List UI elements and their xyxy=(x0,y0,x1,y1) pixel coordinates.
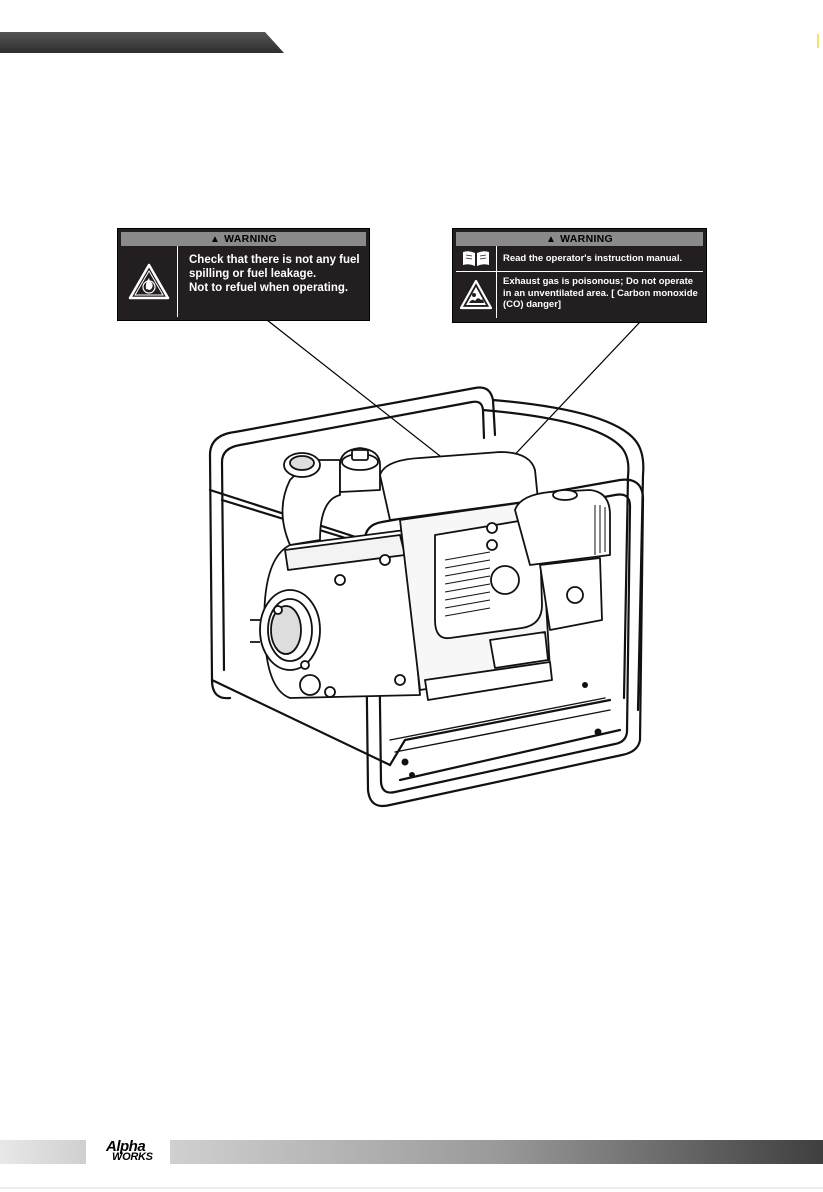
water-pump-engine-illustration xyxy=(190,380,650,830)
toxic-fumes-warning-icon xyxy=(456,272,497,318)
open-book-icon xyxy=(456,246,497,271)
exhaust-warning-line-3: (CO) danger] xyxy=(503,299,698,311)
manual-instruction-text: Read the operator's instruction manual. xyxy=(497,246,682,271)
warning-triangle-icon: ▲ xyxy=(546,234,556,245)
fuel-warning-line-1: Check that there is not any fuel xyxy=(189,253,360,267)
fuel-warning-line-3: Not to refuel when operating. xyxy=(189,281,360,295)
flammable-warning-icon xyxy=(121,246,178,317)
warning-triangle-icon: ▲ xyxy=(210,234,220,245)
header-bar xyxy=(0,0,823,60)
logo-line-2: WORKS xyxy=(112,1151,153,1163)
warning-header: ▲WARNING xyxy=(121,232,366,246)
fuel-warning-label: ▲WARNING Check that there is not any fue… xyxy=(117,228,370,321)
fuel-warning-line-2: spilling or fuel leakage. xyxy=(189,267,360,281)
warning-header: ▲WARNING xyxy=(456,232,703,246)
exhaust-warning-line-2: in an unventilated area. [ Carbon monoxi… xyxy=(503,288,698,300)
exhaust-warning-line-1: Exhaust gas is poisonous; Do not operate xyxy=(503,276,698,288)
alphaworks-logo: Alpha WORKS xyxy=(100,1136,172,1166)
exhaust-warning-label: ▲WARNING Read the operator's instruction… xyxy=(452,228,707,323)
